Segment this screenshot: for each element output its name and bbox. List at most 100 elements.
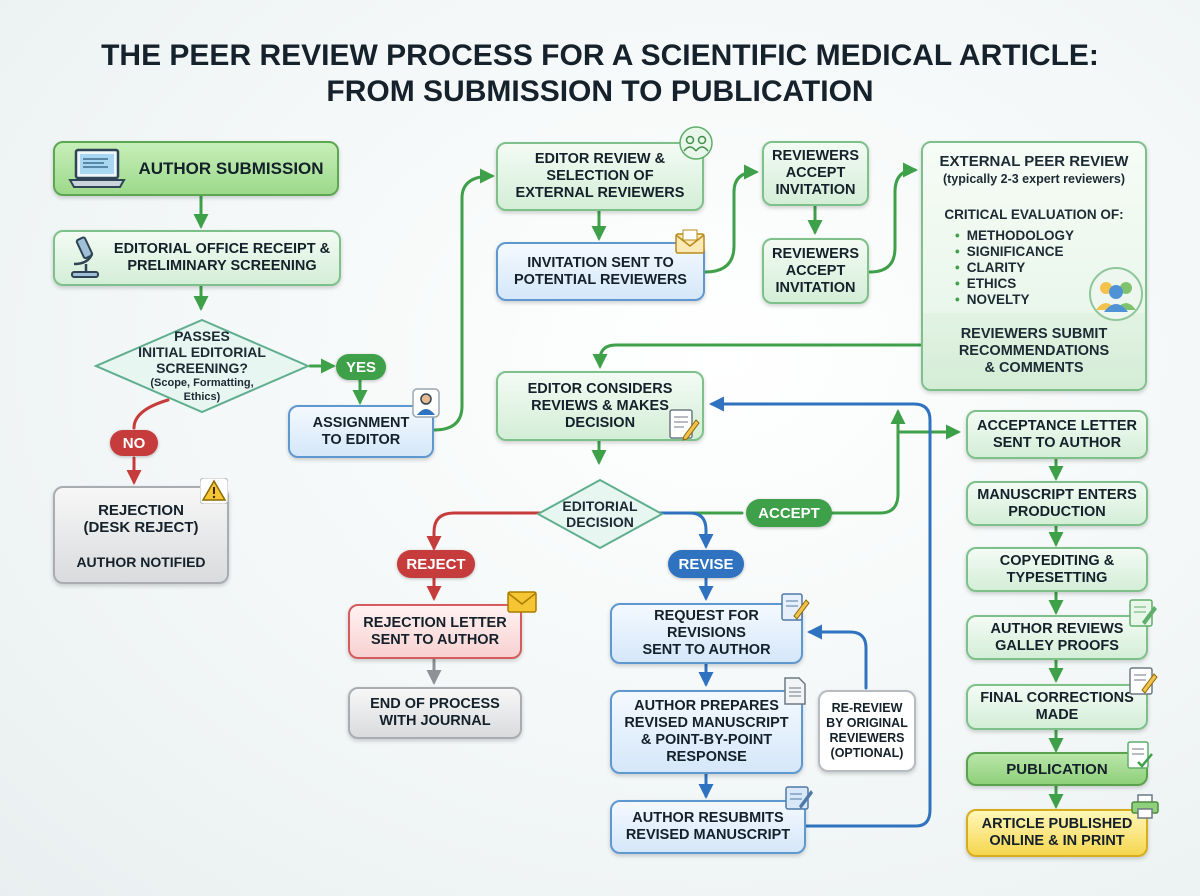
considers-line-3: DECISION — [564, 414, 636, 431]
resubmits-line-1: AUTHOR RESUBMITS — [632, 810, 784, 826]
end-of-process-box: END OF PROCESS WITH JOURNAL — [348, 687, 522, 739]
reviewers-group-icon — [678, 126, 714, 165]
external-heading: EXTERNAL PEER REVIEW — [939, 153, 1129, 170]
rejection-line-1: REJECTION — [98, 502, 184, 519]
prepares-line-3: & POINT-BY-POINT — [640, 732, 773, 748]
diagram-title: THE PEER REVIEW PROCESS FOR A SCIENTIFIC… — [0, 38, 1200, 110]
prepares-line-2: REVISED MANUSCRIPT — [624, 715, 789, 731]
author-prepares-box: AUTHOR PREPARES REVISED MANUSCRIPT & POI… — [610, 690, 803, 774]
accept-label: ACCEPT — [758, 504, 820, 522]
arrow-external-to-editor-considers — [592, 343, 922, 369]
screening-line-2: INITIAL EDITORIAL — [138, 344, 266, 360]
end-process-line-2: WITH JOURNAL — [379, 713, 491, 729]
evaluation-heading: CRITICAL EVALUATION OF: — [944, 207, 1124, 222]
request-line-1: REQUEST FOR — [654, 608, 759, 624]
revise-label: REVISE — [678, 555, 734, 573]
editor-review-box: EDITOR REVIEW & SELECTION OF EXTERNAL RE… — [496, 142, 704, 211]
decision-line-1: EDITORIAL — [562, 498, 638, 514]
evaluation-criteria-list: METHODOLOGY SIGNIFICANCE CLARITY ETHICS … — [955, 228, 1074, 308]
rejection-letter-line-2: SENT TO AUTHOR — [370, 631, 500, 648]
criterion-item: METHODOLOGY — [955, 228, 1074, 244]
criterion-item: SIGNIFICANCE — [955, 244, 1074, 260]
article-published-box: ARTICLE PUBLISHED ONLINE & IN PRINT — [966, 809, 1148, 857]
reject-badge: REJECT — [397, 550, 475, 578]
notepad-pen-icon — [668, 408, 700, 447]
screening-note-1: (Scope, Formatting, — [150, 377, 254, 389]
rejection-letter-box: REJECTION LETTER SENT TO AUTHOR — [348, 604, 522, 659]
final-corrections-box: FINAL CORRECTIONS MADE — [966, 684, 1148, 730]
considers-line-2: REVIEWS & MAKES — [531, 397, 669, 414]
microscope-icon — [64, 234, 104, 285]
submit-line-3: & COMMENTS — [984, 359, 1084, 376]
decision-line-2: DECISION — [566, 514, 634, 530]
assignment-line-1: ASSIGNMENT — [312, 414, 410, 431]
corrections-line-2: MADE — [1035, 707, 1079, 723]
yes-badge: YES — [336, 354, 386, 380]
accept1-line-3: INVITATION — [775, 182, 856, 198]
invitation-line-1: INVITATION SENT TO — [527, 254, 674, 271]
reject-label: REJECT — [406, 555, 466, 573]
arrow-rereview-to-request — [807, 624, 868, 690]
submit-line-1: REVIEWERS SUBMIT — [960, 325, 1108, 342]
reviewers-submit-section: REVIEWERS SUBMIT RECOMMENDATIONS & COMME… — [923, 313, 1145, 389]
copyediting-line-2: TYPESETTING — [1006, 569, 1108, 586]
document-pen-icon — [784, 784, 814, 817]
considers-line-1: EDITOR CONSIDERS — [527, 380, 673, 397]
accept2-line-1: REVIEWERS — [771, 245, 859, 262]
accept1-line-2: ACCEPT — [785, 165, 846, 181]
corrections-line-1: FINAL CORRECTIONS — [980, 690, 1134, 706]
published-line-1: ARTICLE PUBLISHED — [981, 816, 1133, 832]
re-review-line-1: RE-REVIEW — [831, 701, 903, 715]
revise-badge: REVISE — [668, 550, 744, 578]
acceptance-line-1: ACCEPTANCE LETTER — [976, 417, 1138, 434]
document-pen-icon — [780, 592, 810, 627]
arrow-accept-to-external — [868, 162, 918, 274]
editor-review-line-1: EDITOR REVIEW & — [534, 151, 666, 167]
laptop-icon — [68, 148, 126, 195]
re-review-line-3: REVIEWERS — [829, 731, 905, 745]
arrow-decision-reject — [426, 511, 542, 551]
galley-line-1: AUTHOR REVIEWS — [990, 620, 1124, 637]
screening-line-1: PASSES — [174, 328, 230, 344]
production-line-2: PRODUCTION — [1008, 503, 1106, 520]
galley-proofs-box: AUTHOR REVIEWS GALLEY PROOFS — [966, 615, 1148, 660]
document-pen-icon — [1128, 598, 1158, 633]
accept2-line-3: INVITATION — [775, 279, 856, 296]
no-label: NO — [122, 434, 146, 452]
arrow-decision-revise — [658, 511, 714, 549]
published-line-2: ONLINE & IN PRINT — [989, 833, 1125, 849]
external-peer-review-panel: EXTERNAL PEER REVIEW (typically 2-3 expe… — [921, 141, 1147, 391]
editor-review-line-3: EXTERNAL REVIEWERS — [515, 185, 685, 201]
prepares-line-1: AUTHOR PREPARES — [634, 698, 779, 714]
external-subheading: (typically 2-3 expert reviewers) — [942, 172, 1126, 186]
envelope-icon — [506, 590, 538, 619]
receipt-line-1: EDITORIAL OFFICE RECEIPT & — [113, 241, 331, 257]
acceptance-letter-box: ACCEPTANCE LETTER SENT TO AUTHOR — [966, 410, 1148, 459]
screening-line-3: SCREENING? — [156, 360, 248, 376]
editorial-receipt-box: EDITORIAL OFFICE RECEIPT & PRELIMINARY S… — [53, 230, 341, 286]
reviewers-accept-box-2: REVIEWERS ACCEPT INVITATION — [762, 238, 869, 304]
prepares-line-4: RESPONSE — [666, 749, 747, 765]
desk-rejection-box: REJECTION (DESK REJECT) AUTHOR NOTIFIED — [53, 486, 229, 584]
screening-note-2: Ethics) — [183, 391, 221, 403]
invitation-line-2: POTENTIAL REVIEWERS — [514, 271, 687, 288]
accept1-line-1: REVIEWERS — [771, 148, 859, 164]
request-line-3: SENT TO AUTHOR — [642, 642, 771, 658]
author-submission-label: AUTHOR SUBMISSION — [138, 159, 324, 178]
editorial-decision-diamond: EDITORIAL DECISION — [536, 478, 664, 550]
criterion-item: CLARITY — [955, 260, 1074, 276]
request-line-2: REVISIONS — [667, 625, 746, 641]
accept2-line-2: ACCEPT — [785, 262, 846, 279]
criterion-item: NOVELTY — [955, 292, 1074, 308]
production-line-1: MANUSCRIPT ENTERS — [977, 486, 1137, 503]
copyediting-box: COPYEDITING & TYPESETTING — [966, 547, 1148, 592]
yes-label: YES — [345, 358, 376, 376]
author-notified-label: AUTHOR NOTIFIED — [76, 554, 206, 570]
rejection-letter-line-1: REJECTION LETTER — [363, 614, 507, 631]
criterion-item: ETHICS — [955, 276, 1074, 292]
envelope-icon — [674, 229, 706, 260]
receipt-line-2: PRELIMINARY SCREENING — [127, 258, 317, 274]
editor-review-line-2: SELECTION OF — [546, 168, 654, 184]
re-review-line-4: (OPTIONAL) — [830, 746, 904, 760]
